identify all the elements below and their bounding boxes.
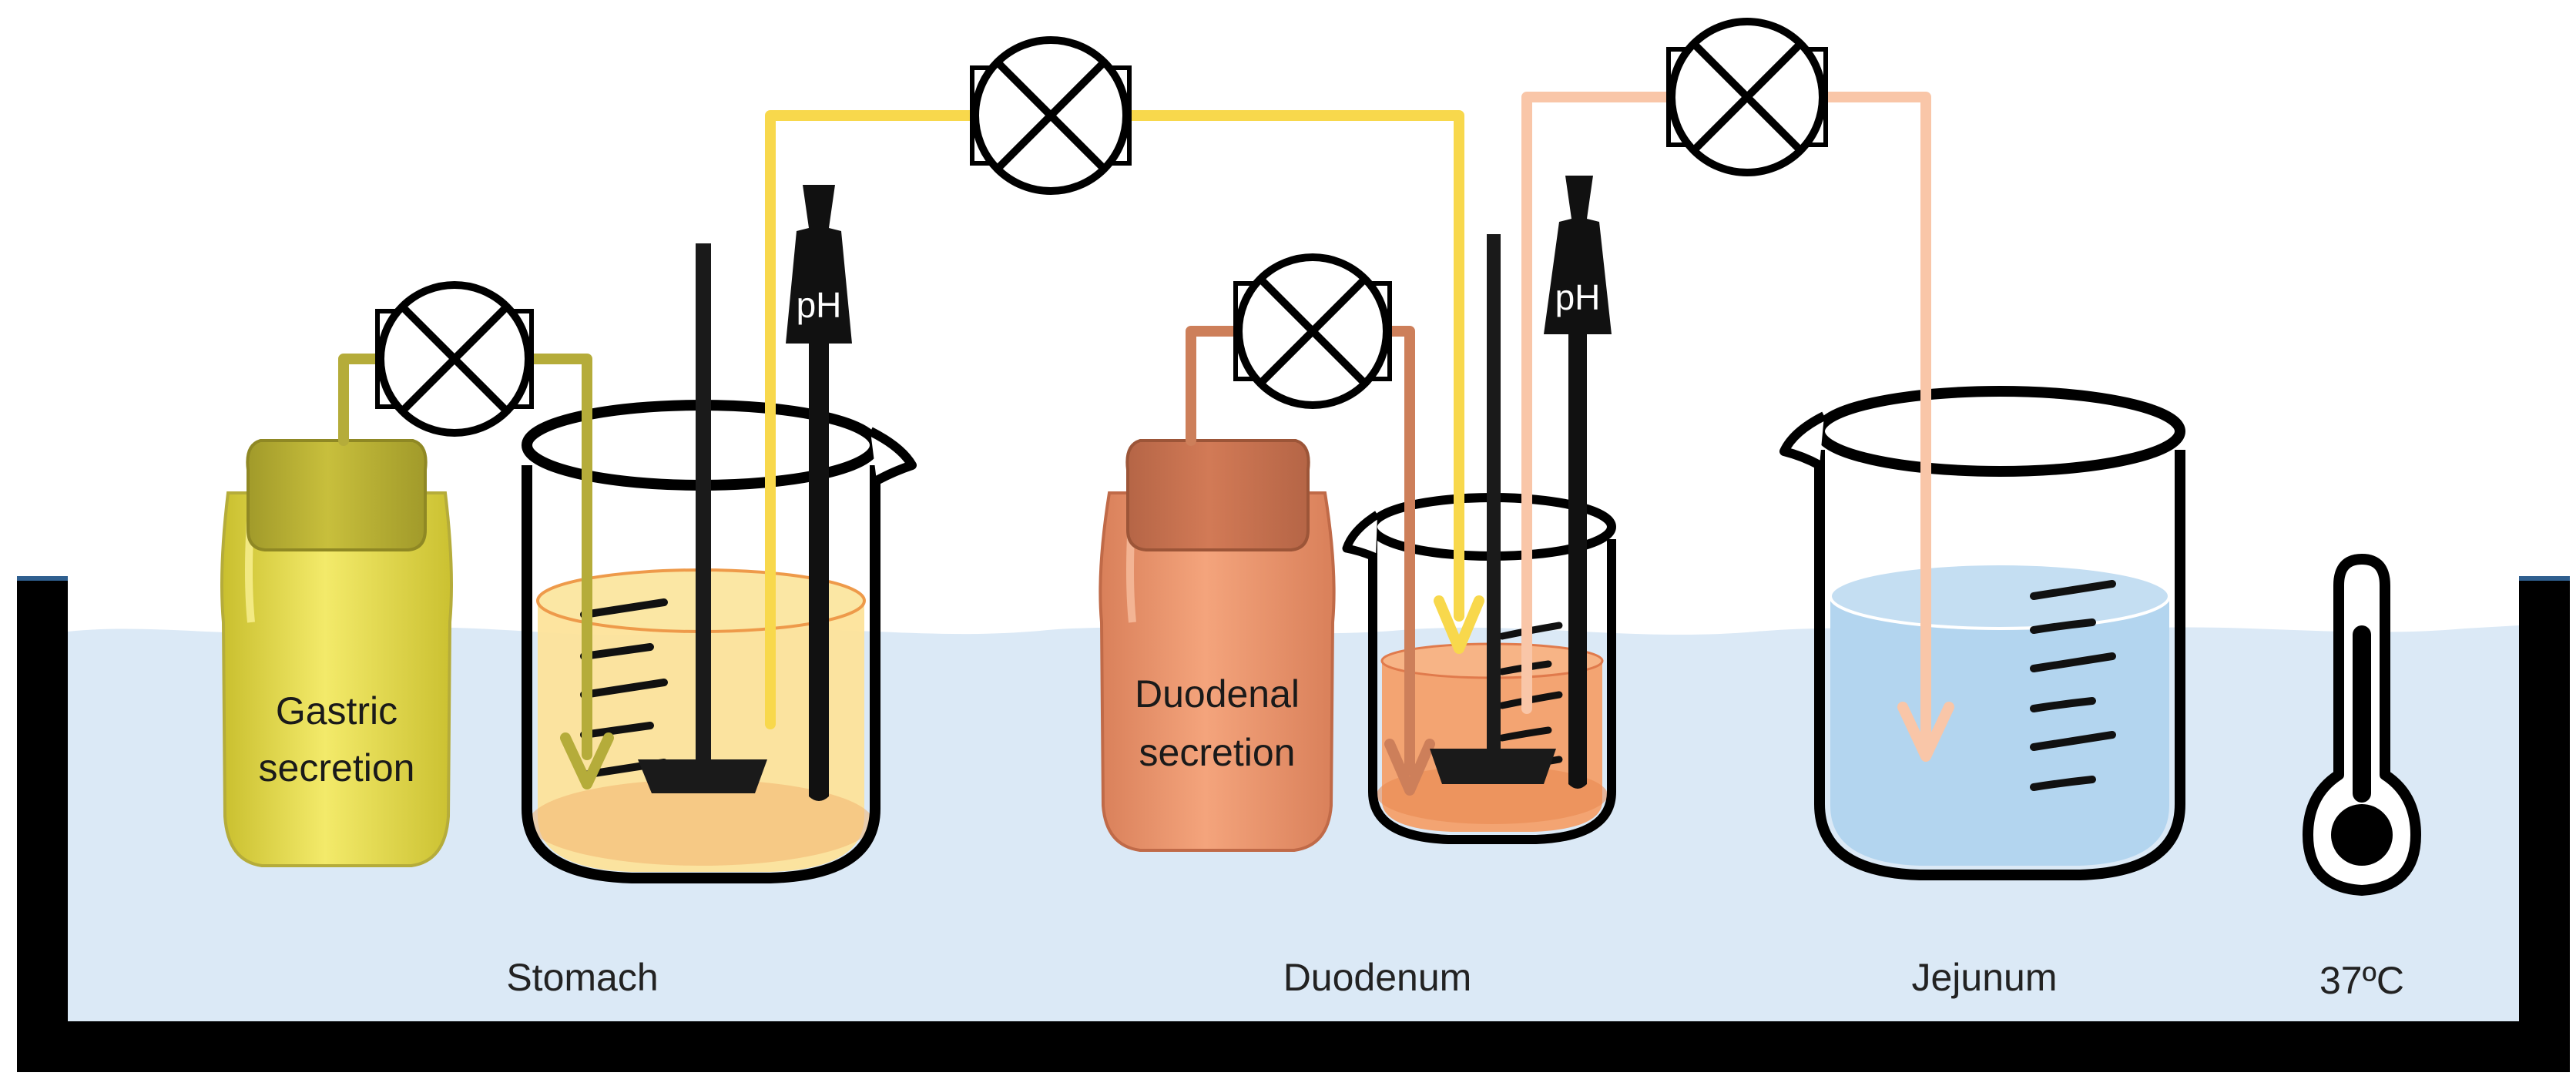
duodenum-stirrer-icon — [1430, 234, 1556, 784]
stomach-ph-label: pH — [797, 285, 842, 325]
duodenum-label: Duodenum — [1283, 956, 1472, 999]
gastric-bottle-cap — [246, 439, 428, 551]
stomach-transfer-pump-icon — [970, 36, 1132, 195]
jejunum-beaker — [1779, 386, 2185, 880]
jejunum-label: Jejunum — [1912, 956, 2058, 999]
gastric-pump-icon — [375, 281, 534, 437]
duodenum-transfer-pump-icon — [1666, 18, 1828, 176]
jejunum-graduation-marks — [2030, 580, 2116, 791]
duodenal-bottle-label-line2: secretion — [1139, 731, 1296, 774]
stomach-label: Stomach — [506, 956, 658, 999]
stomach-stirrer-icon — [638, 243, 767, 793]
duodenum-ph-label: pH — [1555, 277, 1601, 317]
gastric-bottle-label-line2: secretion — [259, 746, 415, 789]
temperature-label: 37ºC — [2319, 959, 2404, 1002]
jejunum-fluid — [1830, 596, 2169, 866]
gastric-secretion-bottle: Gastric secretion — [220, 439, 453, 867]
duodenal-pump-icon — [1233, 253, 1392, 409]
duodenal-bottle-cap — [1125, 439, 1310, 551]
thermometer-icon — [2303, 554, 2421, 896]
gastric-bottle-label-line1: Gastric — [276, 689, 397, 732]
duodenal-bottle-label-line1: Duodenal — [1135, 672, 1300, 716]
stomach-ph-probe-icon: pH — [786, 185, 852, 801]
bath-container — [17, 576, 2570, 1072]
duodenum-ph-probe-icon: pH — [1544, 176, 1612, 789]
duodenal-secretion-bottle: Duodenal secretion — [1098, 439, 1336, 852]
